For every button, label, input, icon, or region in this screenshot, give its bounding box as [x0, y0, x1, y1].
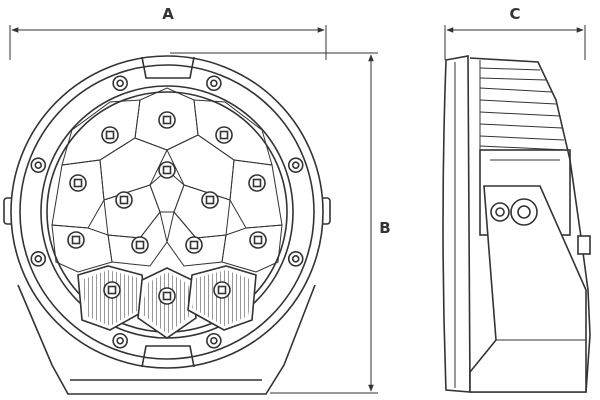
led-emitter — [103, 281, 121, 299]
led-emitter — [213, 281, 231, 299]
side-adjust-knob — [510, 198, 538, 226]
side-bezel-rim — [442, 55, 471, 393]
front-mount-base — [17, 284, 316, 395]
side-cooling-fins — [479, 60, 567, 151]
bezel-screw — [112, 75, 128, 92]
dimension-b: B — [170, 52, 391, 394]
dimension-c: C — [444, 5, 586, 60]
led-emitter — [69, 174, 87, 192]
bezel-screw — [206, 332, 222, 349]
bezel-screw — [30, 251, 47, 267]
bezel-screw — [30, 157, 47, 173]
led-emitter — [185, 236, 203, 254]
side-housing — [469, 57, 591, 393]
led-emitter — [158, 287, 176, 305]
led-emitter — [201, 191, 219, 209]
side-pivot-bolt — [490, 202, 510, 222]
bezel-screws — [30, 75, 304, 349]
led-emitter — [158, 161, 176, 179]
led-emitter — [67, 231, 85, 249]
dimension-a: A — [9, 5, 327, 60]
front-view — [3, 55, 331, 395]
side-view — [442, 55, 591, 393]
bezel-inner-ring — [19, 64, 315, 360]
led-emitters — [67, 111, 267, 305]
led-emitter — [131, 236, 149, 254]
led-emitter — [249, 231, 267, 249]
dimension-b-label: B — [379, 219, 390, 237]
bezel-screw — [112, 332, 128, 349]
side-connector — [577, 235, 591, 255]
dimension-c-label: C — [509, 5, 520, 23]
led-emitter — [248, 174, 266, 192]
led-emitter — [101, 126, 119, 144]
bezel-screw — [287, 251, 304, 267]
led-emitter — [115, 191, 133, 209]
bezel-screw — [287, 157, 304, 173]
bottom-bezel-notch — [141, 345, 195, 368]
led-emitter — [158, 111, 176, 129]
bezel-screw — [206, 75, 222, 92]
led-emitter — [215, 126, 233, 144]
dimension-a-label: A — [162, 5, 174, 23]
top-bezel-notch — [141, 56, 195, 79]
